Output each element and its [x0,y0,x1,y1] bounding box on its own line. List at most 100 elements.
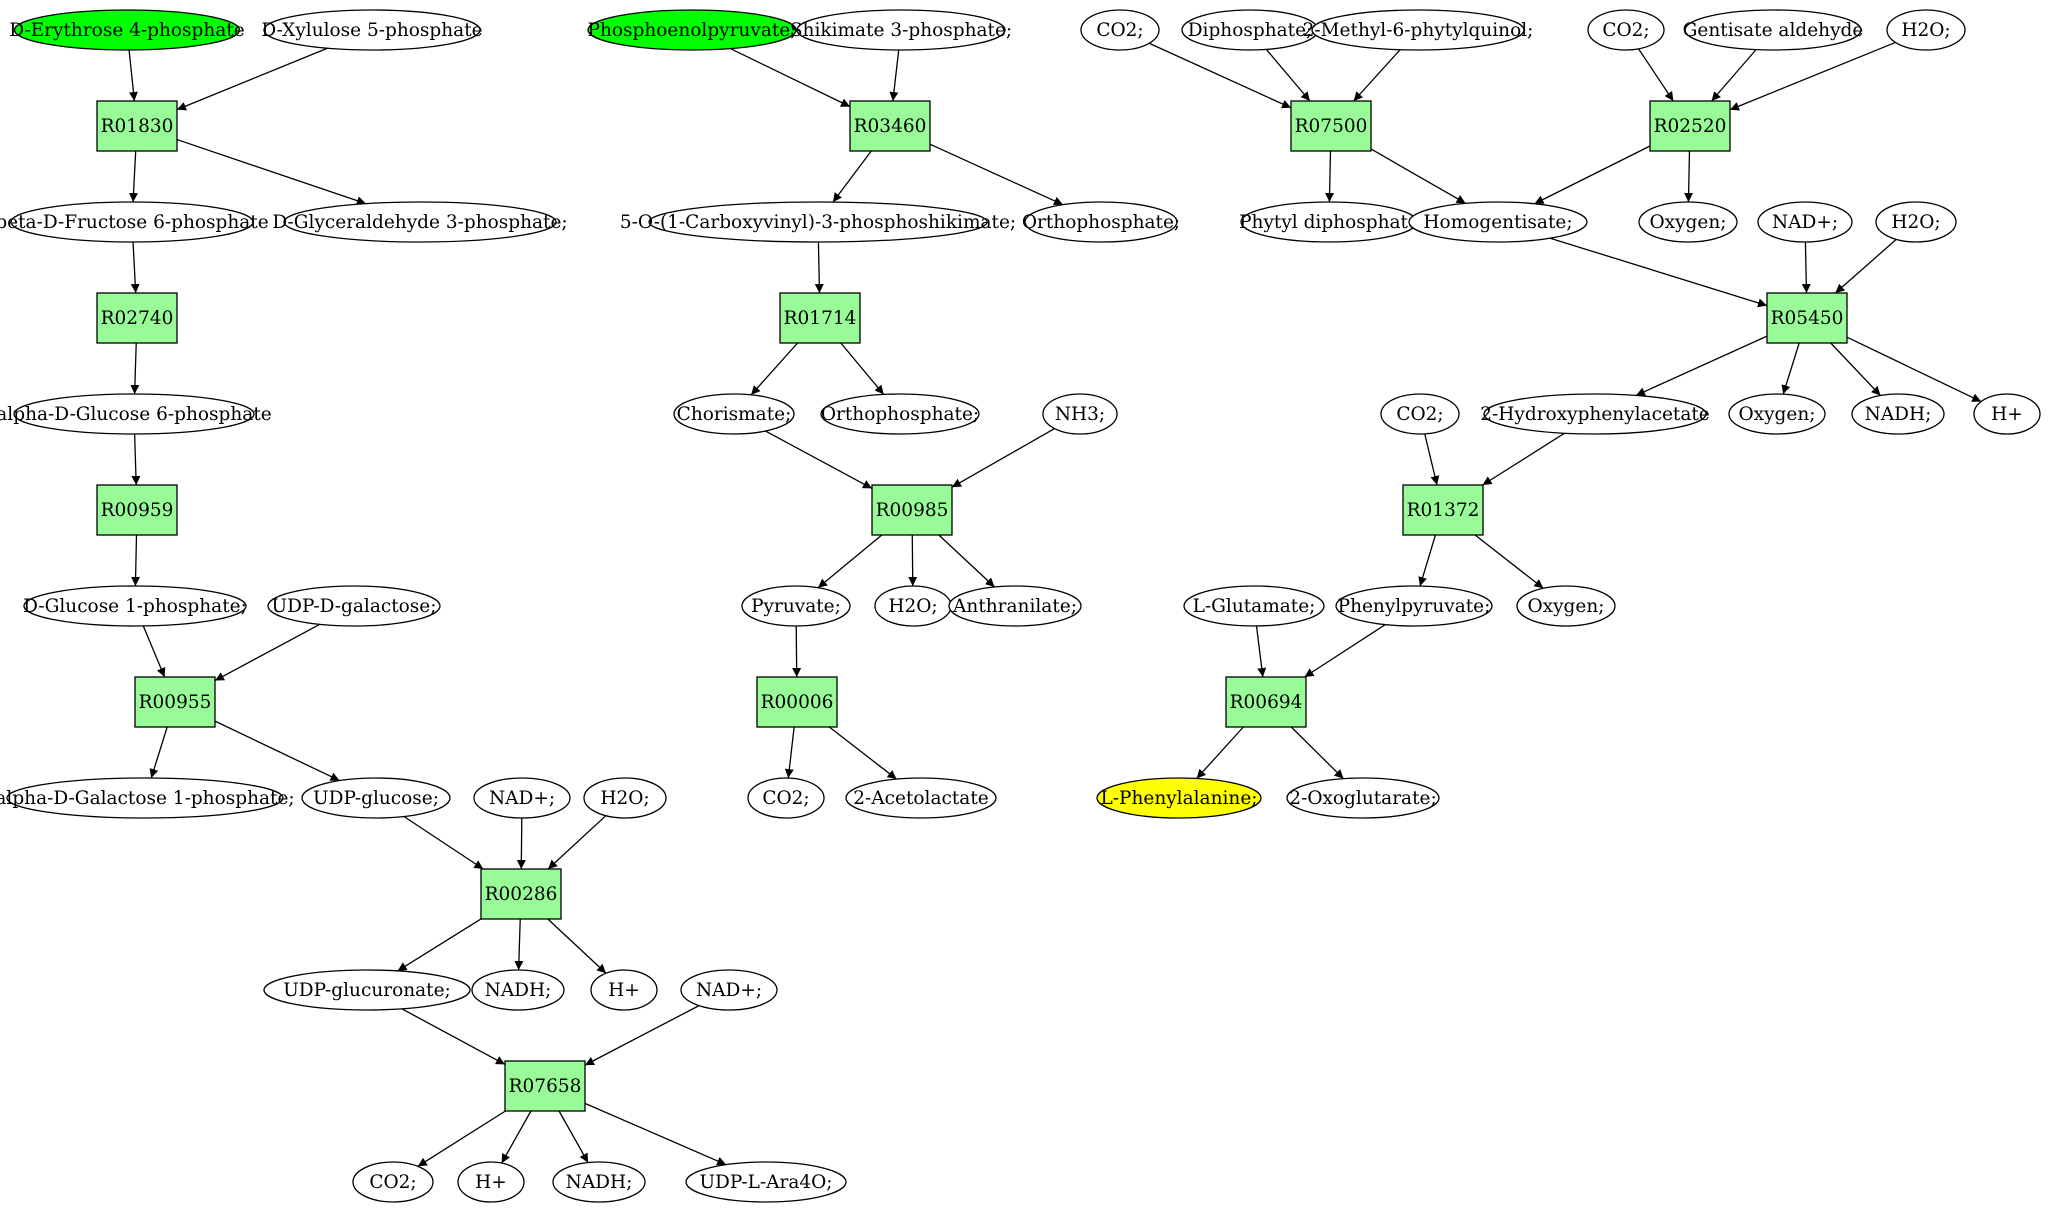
compound-ellipse [796,9,1006,51]
compound-label: H+ [475,1172,507,1193]
compound-label: CO2; [1096,20,1143,41]
compound-label: 2-Methyl-6-phytylquinol; [1303,20,1534,41]
edge-arrow [403,815,484,870]
edge-arrow [1304,624,1386,678]
compound-ellipse [1024,201,1178,243]
compound-label: Phytyl diphosphate [1239,212,1419,233]
compound-label: Orthophosphate; [1022,212,1180,233]
reaction-box [756,676,838,728]
edge-arrow [1684,150,1694,203]
compound-node-orthophosphate: Orthophosphate; [820,393,980,435]
compound-node-nad: NAD+; [680,969,778,1011]
reaction-label: R00006 [761,692,834,713]
compound-label: H2O; [600,788,649,809]
compound-ellipse [1408,201,1588,243]
compound-ellipse [471,969,565,1011]
compound-node-h2o: H2O; [1875,201,1957,243]
edge-arrow [1196,726,1244,779]
reaction-node-r01830: R01830 [96,100,178,152]
edge-arrow [750,342,799,396]
compound-node-nh3: NH3; [1042,393,1118,435]
edge-arrow [130,241,140,294]
compound-ellipse [10,201,254,243]
reaction-label: R01372 [1407,500,1480,521]
compound-ellipse [587,9,797,51]
compound-node-h2o: H2O; [874,585,952,627]
compound-node-phenylpyruvate: Phenylpyruvate; [1335,585,1493,627]
compound-ellipse [648,201,988,243]
compound-label: 2-Oxoglutarate; [1289,788,1436,809]
edge-arrow [889,49,900,102]
compound-node-5-o-1-carboxyvinyl-3-phosphoshikimate: 5-O-(1-Carboxyvinyl)-3-phosphoshikimate; [620,201,1016,243]
compound-node-udp-glucose: UDP-glucose; [301,777,451,819]
compound-label: Diphosphate; [1188,20,1313,41]
compound-ellipse [1483,393,1707,435]
compound-node-nadh: NADH; [1851,393,1945,435]
reaction-label: R03460 [854,116,927,137]
compound-node-co2: CO2; [352,1161,434,1203]
compound-ellipse [820,393,980,435]
reaction-box [480,868,562,920]
compound-node-d-glucose-1-phosphate: D-Glucose 1-phosphate; [23,585,247,627]
edge-arrow [1801,241,1811,294]
edge-arrow [142,625,166,678]
edge-arrow [514,918,524,971]
edge-arrow [417,1110,506,1167]
edge-arrow [840,342,885,395]
compound-node-2-acetolactate: 2-Acetolactate [845,777,997,819]
edge-arrow [814,241,824,294]
reaction-box [1766,292,1848,344]
compound-ellipse [1886,9,1966,51]
edge-arrow [908,534,918,587]
reaction-box [96,100,178,152]
edge-arrow [1638,48,1674,102]
compound-node-pyruvate: Pyruvate; [741,585,851,627]
compound-ellipse [1875,201,1957,243]
edge-arrow [1424,433,1440,486]
compound-node-udp-glucuronate: UDP-glucuronate; [263,969,471,1011]
compound-ellipse [845,777,997,819]
compound-label: Oxygen; [1739,404,1816,425]
compound-node-homogentisate: Homogentisate; [1408,201,1588,243]
compound-ellipse [948,585,1082,627]
edge-arrow [176,47,328,111]
reaction-box [134,676,216,728]
reaction-node-r00959: R00959 [96,484,178,536]
edge-arrow [1549,237,1768,308]
compound-ellipse [263,969,471,1011]
compound-ellipse [1587,9,1665,51]
reaction-node-r00006: R00006 [756,676,838,728]
compound-ellipse [457,1161,525,1203]
compound-label: Anthranilate; [952,596,1077,617]
edge-arrow [129,150,139,203]
edge-arrow [1846,336,1982,403]
compound-ellipse [1311,9,1525,51]
compound-node-phytyl-diphosphate: Phytyl diphosphate [1239,201,1419,243]
reaction-node-r05450: R05450 [1766,292,1848,344]
edge-arrow [1353,49,1401,102]
reaction-box [1225,676,1307,728]
compound-node-nad: NAD+; [1757,201,1853,243]
edge-arrow [1482,432,1565,486]
compound-label: Gentisate aldehyde [1683,20,1864,41]
compound-label: NAD+; [489,788,555,809]
compound-label: L-Phenylalanine; [1100,788,1257,809]
compound-label: H+ [608,980,640,1001]
compound-ellipse [1286,777,1440,819]
edge-arrow [1635,335,1768,397]
compound-ellipse [301,777,451,819]
compound-node-2-oxoglutarate: 2-Oxoglutarate; [1286,777,1440,819]
reaction-node-r00286: R00286 [480,868,562,920]
compound-node-diphosphate: Diphosphate; [1181,9,1319,51]
edge-arrow [1474,534,1544,589]
edge-arrow [938,534,996,588]
reaction-node-r00985: R00985 [871,484,953,536]
compound-node-nad: NAD+; [473,777,571,819]
compound-label: UDP-glucose; [313,788,439,809]
compound-ellipse [741,585,851,627]
compound-ellipse [1042,393,1118,435]
compound-ellipse [267,585,441,627]
reaction-box [779,292,861,344]
compound-node-co2: CO2; [1080,9,1160,51]
reaction-label: R00959 [101,500,174,521]
